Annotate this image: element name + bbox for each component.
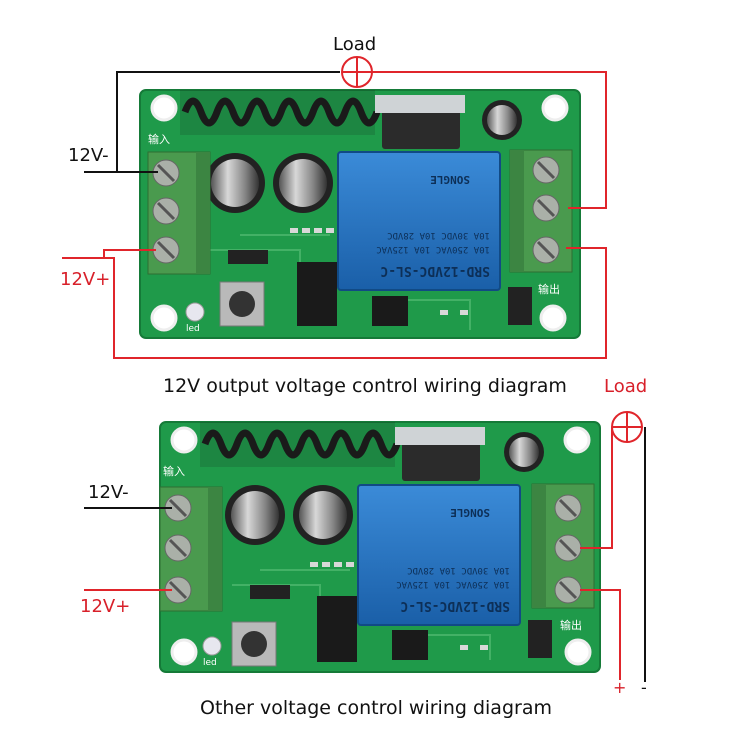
pcb-input-label: 输入 <box>163 465 185 478</box>
pcb-led-label: led <box>203 658 217 668</box>
positive-supply-label: 12V+ <box>60 269 111 290</box>
push-button-2 <box>231 621 277 667</box>
relay-1-text: SRD-12VDC-SL-C 10A 250VAC 10A 125VAC 10A… <box>338 152 500 290</box>
pcb-output-label: 输出 <box>560 619 582 632</box>
pcb-board-1 <box>139 89 581 339</box>
push-button-1 <box>219 281 265 327</box>
load-label: Load <box>604 376 648 397</box>
capacitor-icon <box>205 100 522 213</box>
plus-terminal-label: + <box>613 678 627 697</box>
output-terminal-block-2 <box>531 483 595 609</box>
antenna-coil-2 <box>200 422 401 467</box>
relay-brand-label: SONGLE <box>430 173 470 186</box>
relay-rating-label: 10A 250VAC 10A 125VAC <box>376 244 490 254</box>
wiring-1 <box>62 56 607 359</box>
diagram-1-caption: 12V output voltage control wiring diagra… <box>163 375 567 397</box>
input-terminal-block-2 <box>159 486 223 612</box>
pcb-led-label: led <box>186 324 200 334</box>
pcb-board-2 <box>159 421 601 673</box>
pcb-input-label: 输入 <box>148 133 170 146</box>
wiring-2 <box>84 411 646 682</box>
relay-2 <box>357 484 521 626</box>
relay-rating-label: 10A 30VDC 10A 28VDC <box>407 565 510 575</box>
load-label: Load <box>333 34 377 55</box>
input-terminal-block-1 <box>147 151 211 275</box>
positive-supply-label: 12V+ <box>80 596 131 617</box>
output-terminal-block-1 <box>509 149 573 273</box>
relay-2-text: SRD-12VDC-SL-C 10A 250VAC 10A 125VAC 10A… <box>358 485 520 625</box>
antenna-coil-1 <box>180 90 381 135</box>
diagram-2-caption: Other voltage control wiring diagram <box>200 697 552 719</box>
minus-terminal-label: - <box>641 678 647 697</box>
relay-model-label: SRD-12VDC-SL-C <box>400 598 510 613</box>
negative-supply-label: 12V- <box>88 482 129 503</box>
pcb-output-label: 输出 <box>538 283 560 296</box>
relay-model-label: SRD-12VDC-SL-C <box>380 263 490 278</box>
negative-supply-label: 12V- <box>68 145 109 166</box>
capacitor-icon <box>225 432 544 545</box>
relay-rating-label: 10A 250VAC 10A 125VAC <box>396 579 510 589</box>
relay-1 <box>337 151 501 291</box>
relay-rating-label: 10A 30VDC 10A 28VDC <box>387 230 490 240</box>
relay-brand-label: SONGLE <box>450 506 490 519</box>
